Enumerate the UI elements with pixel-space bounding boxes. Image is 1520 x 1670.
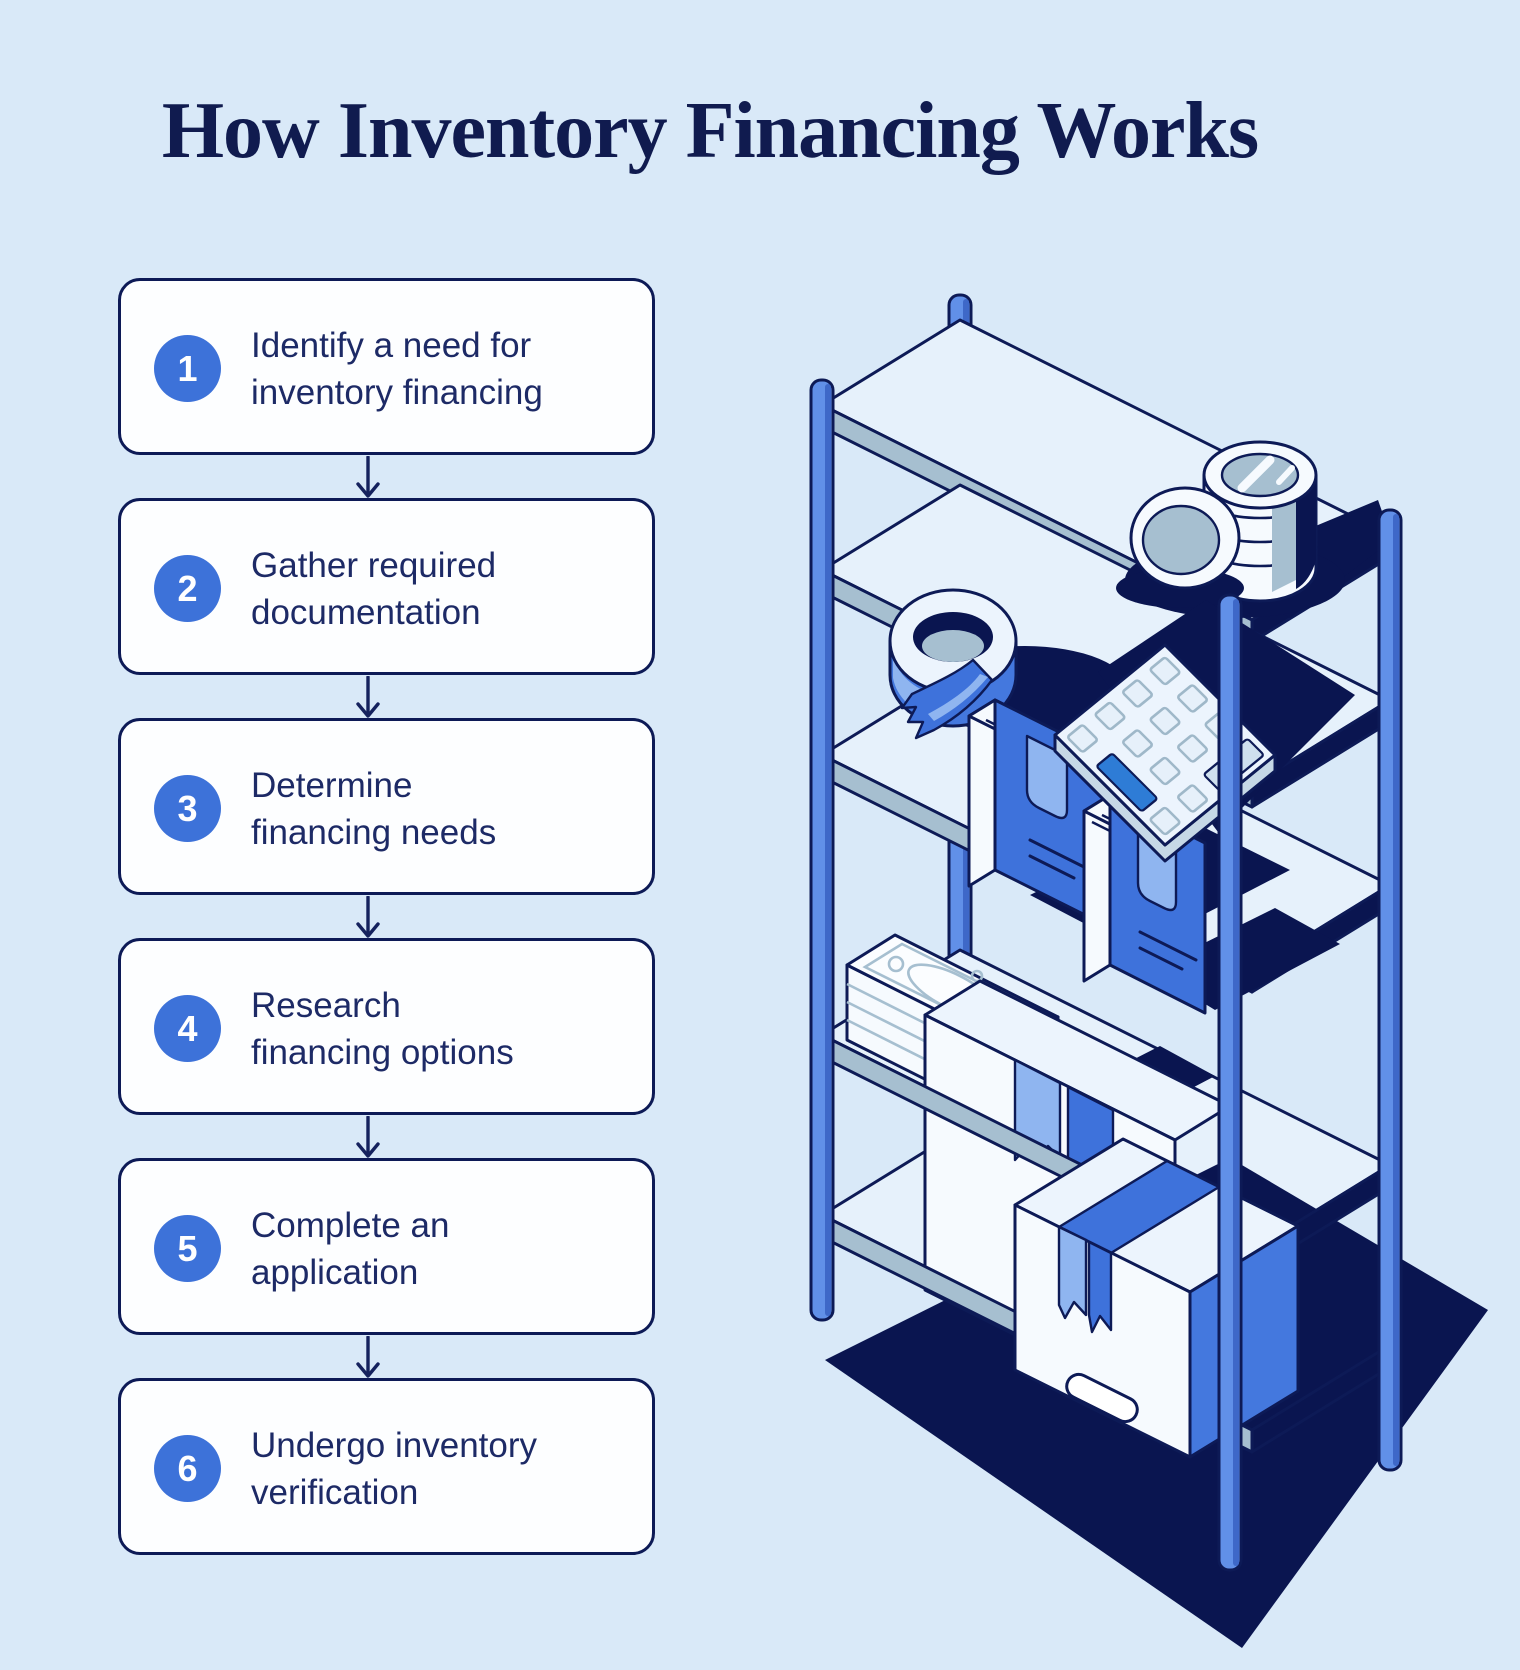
arrow-down-icon <box>356 1116 380 1158</box>
step-label: Determine financing needs <box>251 762 641 856</box>
arrow-down-icon <box>356 676 380 718</box>
shipping-box-icon <box>1013 1137 1300 1459</box>
step-label-line2: application <box>251 1253 419 1292</box>
step-label-line1: Undergo inventory <box>251 1426 537 1465</box>
arrow-down-icon <box>356 896 380 938</box>
arrow-down-icon <box>356 1336 380 1378</box>
arrow-down-icon <box>356 456 380 498</box>
step-number-badge: 1 <box>154 335 221 402</box>
shelf-post-icon <box>1217 593 1243 1572</box>
step-label: Identify a need for inventory financing <box>251 322 641 416</box>
step-label: Gather required documentation <box>251 542 641 636</box>
step-number-badge: 5 <box>154 1215 221 1282</box>
shelf-post-icon <box>1377 508 1403 1472</box>
step-card-6: 6 Undergo inventory verification <box>118 1378 655 1555</box>
step-label-line2: financing options <box>251 1033 514 1072</box>
step-label: Undergo inventory verification <box>251 1422 641 1516</box>
step-card-1: 1 Identify a need for inventory financin… <box>118 278 655 455</box>
step-label-line2: inventory financing <box>251 373 543 412</box>
step-number-badge: 6 <box>154 1435 221 1502</box>
shelf-post-icon <box>809 378 835 1322</box>
step-number-badge: 3 <box>154 775 221 842</box>
step-label-line1: Gather required <box>251 546 497 585</box>
step-card-2: 2 Gather required documentation <box>118 498 655 675</box>
step-label-line2: verification <box>251 1473 419 1512</box>
step-label-line1: Identify a need for <box>251 326 532 365</box>
shelf-illustration <box>809 293 1488 1648</box>
step-label-line1: Research <box>251 986 401 1025</box>
step-label-line2: documentation <box>251 593 481 632</box>
step-label-line1: Complete an <box>251 1206 450 1245</box>
step-card-5: 5 Complete an application <box>118 1158 655 1335</box>
tilted-coin-icon <box>1116 486 1244 608</box>
step-label: Research financing options <box>251 982 641 1076</box>
step-number-badge: 2 <box>154 555 221 622</box>
step-card-3: 3 Determine financing needs <box>118 718 655 895</box>
step-card-4: 4 Research financing options <box>118 938 655 1115</box>
step-label-line2: financing needs <box>251 813 497 852</box>
step-label: Complete an application <box>251 1202 641 1296</box>
step-label-line1: Determine <box>251 766 413 805</box>
step-number-badge: 4 <box>154 995 221 1062</box>
page-title: How Inventory Financing Works <box>161 87 1259 175</box>
